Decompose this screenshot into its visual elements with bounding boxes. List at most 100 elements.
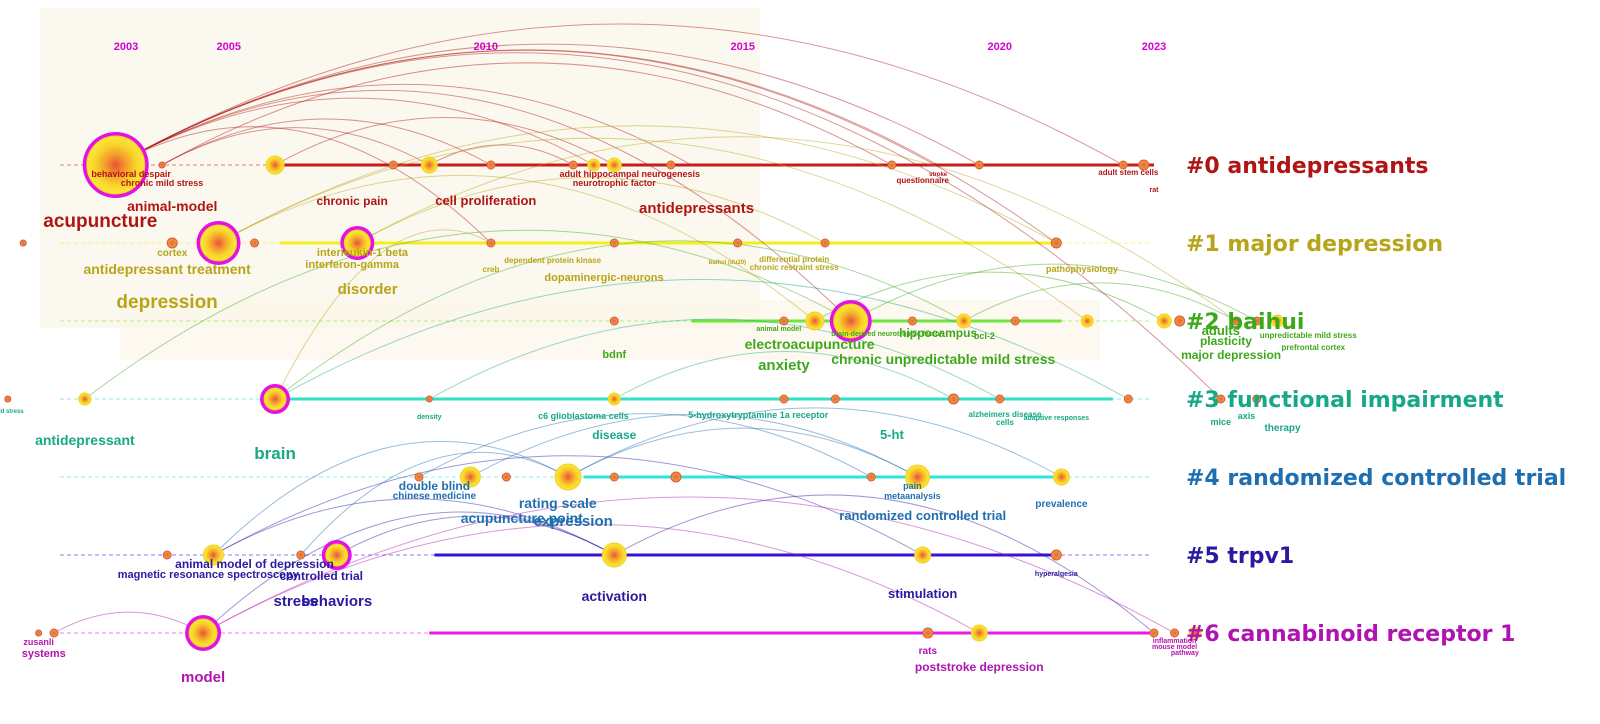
- keyword-node: [86, 135, 146, 195]
- year-tick-label: 2015: [731, 41, 755, 53]
- keyword-node: [414, 472, 424, 482]
- citation-arc: [274, 279, 1129, 400]
- keyword-node: [779, 316, 789, 326]
- keyword-node: [1052, 468, 1070, 486]
- keyword-node: [420, 156, 438, 174]
- keyword-node: [188, 618, 218, 648]
- keyword-label: behavioral despair: [91, 169, 171, 179]
- keyword-label: adults: [1202, 323, 1240, 338]
- citation-arc: [115, 89, 852, 322]
- keyword-label: animal model: [756, 326, 801, 333]
- citation-arc: [274, 117, 615, 166]
- keyword-label: stimulation: [888, 586, 957, 601]
- keyword-node: [866, 472, 876, 482]
- keyword-label: differential protein: [759, 255, 829, 264]
- keyword-label: disorder: [338, 281, 398, 298]
- citation-arc: [115, 52, 1222, 400]
- keyword-node: [202, 544, 224, 566]
- keyword-node: [158, 161, 166, 169]
- keyword-label: mouse model: [1152, 644, 1197, 651]
- keyword-label: adult stem cells: [1098, 168, 1159, 177]
- keyword-node: [887, 160, 897, 170]
- cluster-label: #2 baihui: [1186, 310, 1304, 335]
- keyword-node: [1050, 237, 1062, 249]
- keyword-label: cell proliferation: [435, 193, 536, 208]
- keyword-node: [554, 463, 582, 491]
- citation-arc: [418, 413, 872, 478]
- keyword-node: [1050, 549, 1062, 561]
- keyword-label: anxiety: [758, 357, 810, 374]
- citation-arc: [84, 229, 851, 400]
- keyword-label: acupuncture: [43, 211, 157, 232]
- keyword-node: [956, 313, 972, 329]
- keyword-node: [1118, 160, 1128, 170]
- year-tick-label: 2010: [474, 41, 498, 53]
- keyword-node: [1216, 394, 1226, 404]
- keyword-node: [733, 238, 743, 248]
- citation-arc: [470, 414, 918, 478]
- keyword-node: [459, 466, 481, 488]
- citation-arc: [357, 177, 826, 244]
- citation-arc: [218, 125, 1057, 244]
- keyword-label: 5-ht: [880, 427, 905, 442]
- keyword-label: unpredictable mild stress: [1260, 331, 1357, 340]
- citation-arc: [115, 43, 980, 166]
- keyword-label: mild stress: [0, 409, 24, 415]
- keyword-label: expression: [534, 513, 613, 530]
- keyword-label: brain: [254, 444, 296, 463]
- keyword-node: [325, 543, 349, 567]
- year-tick-label: 2003: [114, 41, 138, 53]
- keyword-label: pathway: [1171, 650, 1199, 657]
- keyword-label: dopaminergic-neurons: [544, 272, 663, 284]
- citation-arc: [814, 271, 1165, 322]
- keyword-label: cells: [996, 418, 1014, 427]
- background-wash: [40, 8, 760, 328]
- keyword-node: [1170, 628, 1180, 638]
- keyword-node: [486, 160, 496, 170]
- citation-arc: [202, 523, 980, 634]
- keyword-label: baihui (du20): [709, 260, 746, 266]
- citation-arc: [115, 97, 594, 166]
- citation-arc: [161, 118, 492, 166]
- citation-arc: [274, 229, 492, 400]
- keyword-label: animal model of depression: [175, 557, 334, 571]
- keyword-label: chronic pain: [316, 194, 387, 208]
- keyword-label: disease: [592, 428, 636, 442]
- keyword-node: [1174, 315, 1186, 327]
- keyword-label: interferon-gamma: [305, 259, 399, 271]
- citation-arc: [161, 62, 893, 166]
- citation-arc: [202, 496, 1175, 634]
- keyword-node: [425, 395, 433, 403]
- cluster-label: #1 major depression: [1186, 232, 1443, 257]
- keyword-label: metaanalysis: [884, 491, 941, 501]
- keyword-node: [805, 311, 825, 331]
- keyword-label: pathophysiology: [1046, 264, 1118, 274]
- keyword-label: hyperalgesia: [1035, 571, 1078, 578]
- year-tick-label: 2005: [217, 41, 241, 53]
- keyword-label: bdnf: [602, 349, 626, 361]
- keyword-node: [1270, 314, 1284, 328]
- keyword-node: [914, 546, 932, 564]
- keyword-node: [820, 238, 830, 248]
- citation-arc: [850, 263, 1258, 322]
- citation-arc: [429, 318, 1001, 400]
- keyword-node: [162, 550, 172, 560]
- keyword-node: [1156, 313, 1172, 329]
- keyword-node: [501, 472, 511, 482]
- citation-arc: [336, 515, 615, 556]
- keyword-label: plasticity: [1200, 334, 1252, 348]
- keyword-node: [907, 316, 917, 326]
- keyword-node: [1010, 316, 1020, 326]
- keyword-node: [35, 629, 43, 637]
- citation-arc: [213, 440, 569, 556]
- cluster-label: #6 cannabinoid receptor 1: [1186, 622, 1515, 647]
- keyword-label: stroke: [929, 172, 948, 178]
- citation-arc: [202, 511, 615, 634]
- keyword-node: [1231, 316, 1241, 326]
- keyword-node: [1252, 394, 1262, 404]
- keyword-node: [78, 392, 92, 406]
- keyword-label: poststroke depression: [915, 660, 1044, 674]
- keyword-label: acupuncture point: [461, 510, 583, 526]
- keyword-label: model: [181, 669, 225, 686]
